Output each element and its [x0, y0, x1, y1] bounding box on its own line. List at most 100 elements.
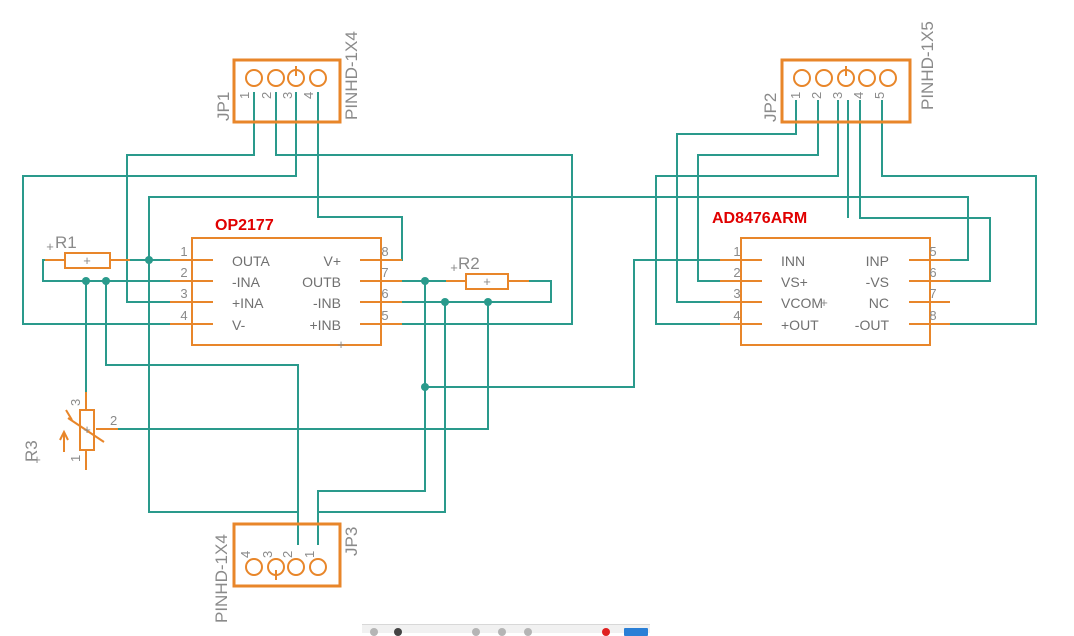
r1-name: R1 [55, 233, 77, 252]
op2177-pin-label: OUTB [302, 274, 341, 290]
r1-name-mark: + [46, 239, 54, 254]
r2-name: R2 [458, 254, 480, 273]
r3-pin-1: 1 [68, 455, 83, 462]
wire-jp2-pin2 [697, 100, 819, 282]
r3-pin-2: 2 [110, 413, 117, 428]
op2177-origin-mark: + [337, 337, 345, 352]
wire-jp1-pin2 [275, 92, 573, 325]
op2177-pin-num: 1 [180, 244, 187, 259]
ad8476-pin-num: 3 [733, 286, 740, 301]
ad8476-pin-num: 4 [733, 308, 740, 323]
r3-name: R3 [22, 440, 41, 462]
junction-dot [145, 256, 153, 264]
r2-origin-mark: + [483, 274, 491, 289]
r2-resistor[interactable]: + R2 + [446, 254, 529, 290]
op2177-pin-label: V- [232, 317, 246, 333]
jp2-body [780, 58, 912, 124]
jp2-header[interactable]: 1 2 3 4 5 JP2 PINHD-1X5 [761, 21, 937, 124]
ad8476-origin-mark: + [820, 295, 828, 310]
ad8476-pin-label: -OUT [855, 317, 890, 333]
ad8476-chip[interactable]: AD8476ARM 1 2 3 4 INN VS+ VCOM +OUT 5 6 … [712, 210, 950, 346]
jp3-pin-1: 1 [302, 551, 317, 558]
junctions [82, 256, 492, 391]
r1-origin-mark: + [83, 253, 91, 268]
jp1-value: PINHD-1X4 [342, 31, 361, 120]
jp1-pin-2: 2 [259, 92, 274, 99]
r1-resistor[interactable]: + R1 + [45, 233, 130, 269]
op2177-pin-label: -INA [232, 274, 261, 290]
ad8476-body [740, 237, 931, 346]
op2177-pin-num: 3 [180, 286, 187, 301]
jp3-header[interactable]: 4 3 2 1 PINHD-1X4 JP3 [212, 522, 361, 623]
junction-dot [421, 277, 429, 285]
jp3-value: PINHD-1X4 [212, 534, 231, 623]
ad8476-pin-label: NC [869, 295, 889, 311]
jp2-pin-4: 4 [851, 92, 866, 99]
op2177-name: OP2177 [215, 217, 274, 234]
op2177-pin-label: -INB [313, 295, 341, 311]
op2177-pin-num: 2 [180, 265, 187, 280]
jp2-pin-1: 1 [788, 92, 803, 99]
op2177-pin-label: +INB [309, 317, 341, 333]
jp3-pin-3: 3 [260, 551, 275, 558]
r2-name-mark: + [450, 260, 458, 275]
jp2-pin-3: 3 [830, 92, 845, 99]
toolbar-panel-icon[interactable] [624, 628, 648, 636]
toolbar-zoom-out-icon[interactable] [498, 628, 506, 636]
r3-potentiometer[interactable]: + 3 2 1 R3 + [22, 392, 118, 470]
ad8476-pin-label: +OUT [781, 317, 819, 333]
op2177-chip[interactable]: OP2177 1 2 3 4 OUTA -INA +INA V- 8 7 6 5… [170, 217, 402, 352]
ad8476-pin-label: INP [866, 253, 889, 269]
jp2-pin-5: 5 [872, 92, 887, 99]
jp1-body [232, 58, 342, 124]
ad8476-pin-label: VS+ [781, 274, 808, 290]
jp2-value: PINHD-1X5 [918, 21, 937, 110]
junction-dot [484, 298, 492, 306]
toolbar-fit-icon[interactable] [524, 628, 532, 636]
ad8476-pin-num: 6 [929, 265, 936, 280]
r3-pin-3: 3 [68, 399, 83, 406]
jp1-name: JP1 [214, 92, 233, 121]
wire-jp2-pin4 [859, 100, 991, 282]
jp1-pin-1: 1 [237, 92, 252, 99]
wire-jp1-pin3 [22, 92, 297, 325]
op2177-pin-num: 7 [381, 265, 388, 280]
jp3-pin-2: 2 [280, 551, 295, 558]
op2177-pin-num: 5 [381, 308, 388, 323]
jp3-body [232, 522, 342, 588]
toolbar-zoom-in-icon[interactable] [472, 628, 480, 636]
junction-dot [441, 298, 449, 306]
jp3-name: JP3 [342, 527, 361, 556]
wire-top-bus [148, 196, 969, 261]
jp1-header[interactable]: 1 2 3 4 JP1 PINHD-1X4 [214, 31, 361, 124]
toolbar-info-icon[interactable] [370, 628, 378, 636]
wire-inb-jp3 [317, 387, 426, 545]
wire-outb-down [424, 259, 720, 388]
r3-name-mark: + [33, 452, 41, 467]
toolbar-stop-icon[interactable] [602, 628, 610, 636]
op2177-pin-num: 4 [180, 308, 187, 323]
wire-r3-wiper [96, 302, 489, 430]
junction-dot [421, 383, 429, 391]
op2177-pin-label: +INA [232, 295, 264, 311]
jp1-pin-4: 4 [301, 92, 316, 99]
op2177-pin-num: 6 [381, 286, 388, 301]
ad8476-pin-num: 5 [929, 244, 936, 259]
wire-ina-jp3 [105, 281, 299, 545]
ad8476-pin-num: 2 [733, 265, 740, 280]
op2177-pin-label: OUTA [232, 253, 271, 269]
op2177-body [191, 237, 382, 346]
wire-inb-jp3b [318, 302, 446, 513]
toolbar-settings-icon[interactable] [394, 628, 402, 636]
ad8476-pin-label: INN [781, 253, 805, 269]
ad8476-pin-num: 8 [929, 308, 936, 323]
r3-origin-mark: + [83, 422, 91, 437]
ad8476-pin-num: 1 [733, 244, 740, 259]
op2177-pin-num: 8 [381, 244, 388, 259]
junction-dot [82, 277, 90, 285]
wire-jp2-pin5 [881, 100, 1037, 325]
jp2-name: JP2 [761, 93, 780, 122]
wire-r2-right [380, 280, 552, 303]
jp1-pin-3: 3 [280, 92, 295, 99]
